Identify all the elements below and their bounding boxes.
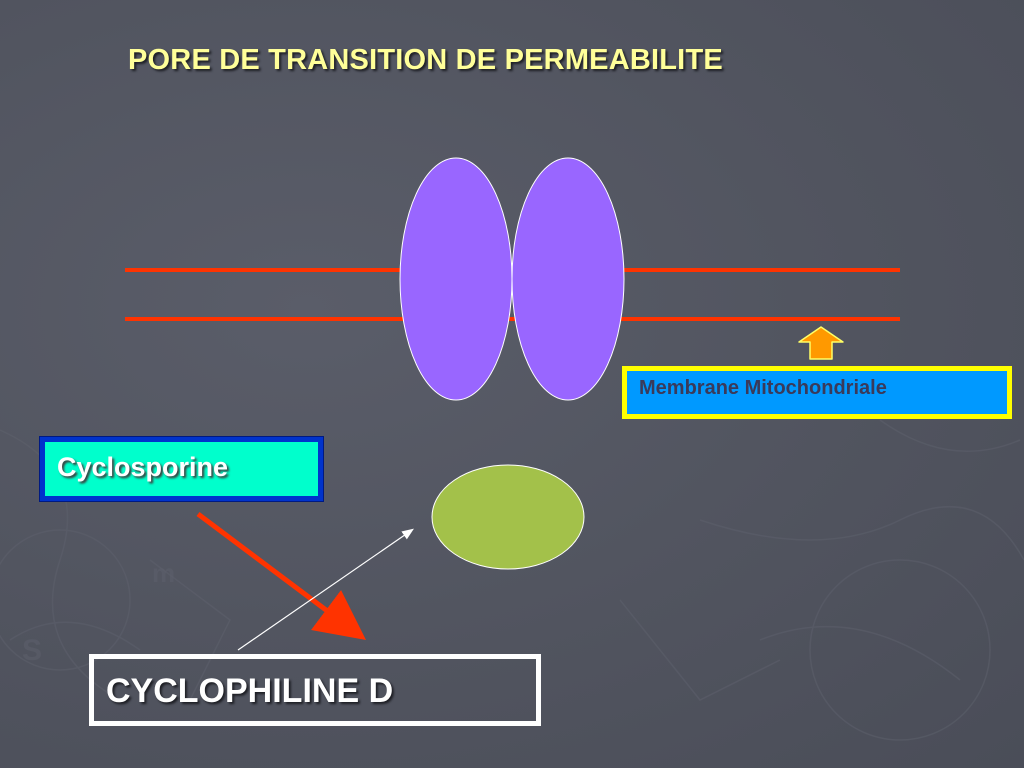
svg-text:m: m: [152, 558, 175, 588]
thin-arrow-icon: [237, 528, 414, 651]
pore-protein-left: [399, 157, 513, 401]
svg-text:S: S: [22, 634, 42, 667]
cyclophiline-label: CYCLOPHILINE D: [106, 672, 394, 710]
cyclosporine-label: Cyclosporine: [57, 452, 229, 482]
diagonal-arrow-icon: [196, 512, 366, 640]
cyclophilin-protein: [431, 464, 585, 570]
membrane-label: Membrane Mitochondriale: [639, 377, 887, 399]
up-arrow-icon: [798, 326, 844, 360]
pore-protein-right: [511, 157, 625, 401]
membrane-label-box: Membrane Mitochondriale: [622, 366, 1012, 419]
cyclophiline-label-box: CYCLOPHILINE D: [89, 654, 541, 726]
page-title: PORE DE TRANSITION DE PERMEABILITE: [128, 44, 723, 76]
cyclosporine-label-box: Cyclosporine: [39, 436, 324, 502]
